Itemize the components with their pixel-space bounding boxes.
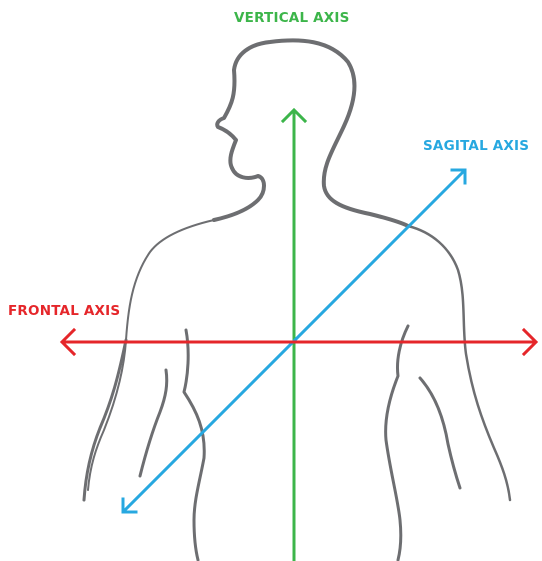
- left-shoulder-arm-outline: [88, 220, 214, 490]
- right-shoulder-arm-outline: [408, 226, 510, 500]
- left-inner-arm-outline: [140, 370, 167, 476]
- right-inner-arm-outline: [420, 378, 460, 488]
- left-torso-outline: [184, 330, 204, 560]
- human-body-outline: [84, 40, 510, 560]
- sagital-axis-label: SAGITAL AXIS: [423, 140, 529, 154]
- right-torso-outline: [386, 326, 408, 560]
- frontal-axis-label: FRONTAL AXIS: [8, 305, 120, 319]
- head-and-neck-outline: [217, 40, 408, 226]
- vertical-axis: [283, 110, 305, 561]
- vertical-axis-label: VERTICAL AXIS: [234, 12, 350, 26]
- jaw-neck-outline: [214, 168, 264, 220]
